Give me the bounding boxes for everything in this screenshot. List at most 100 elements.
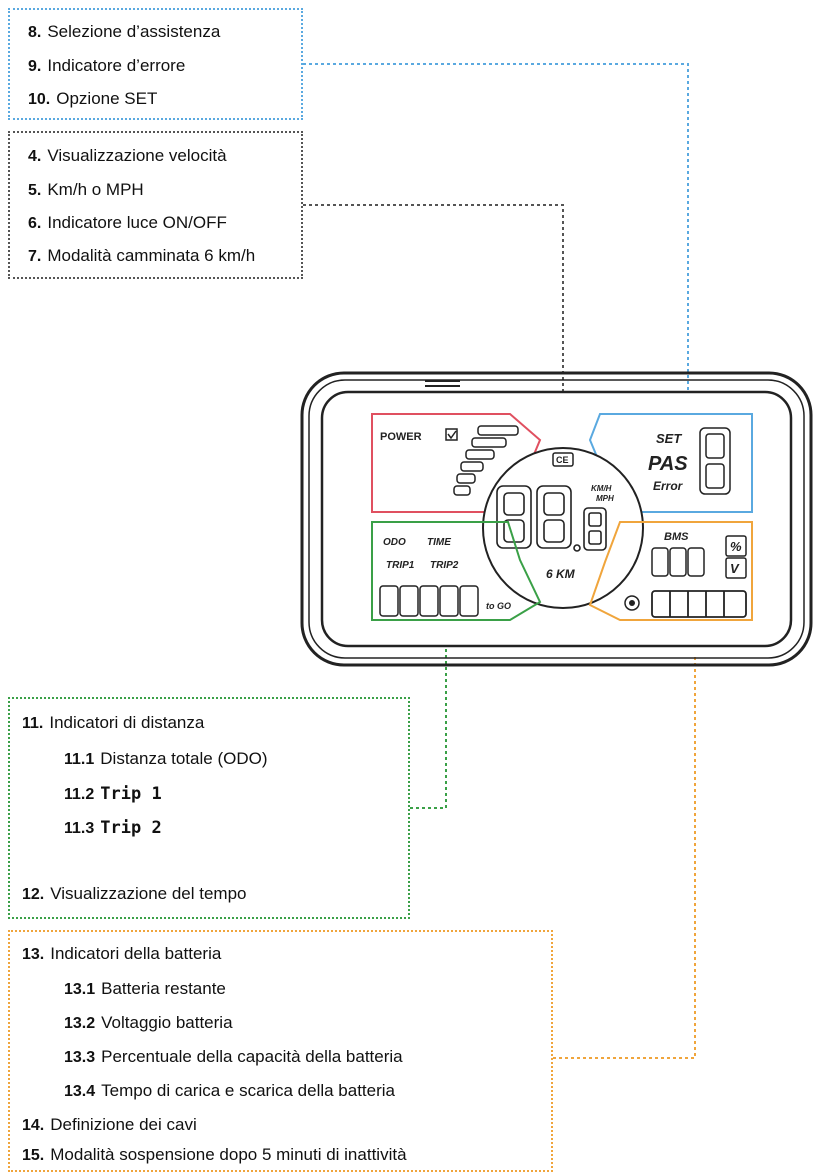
item-label: Visualizzazione velocità: [47, 146, 227, 165]
bms-digits-icon: [651, 547, 705, 577]
item-11-3: 11.3 Trip 2: [64, 818, 162, 839]
item-11-2: 11.2 Trip 1: [64, 784, 162, 805]
item-label: Indicatore luce ON/OFF: [47, 213, 227, 232]
item-label: Distanza totale (ODO): [100, 749, 268, 768]
error-label: Error: [653, 479, 684, 493]
distance-group-box: [8, 697, 410, 919]
odo-label: ODO: [383, 537, 406, 548]
speed-group-box: [8, 131, 303, 279]
kmh-label: KM/H: [591, 484, 612, 493]
item-number: 12.: [22, 886, 45, 903]
item-label: Visualizzazione del tempo: [50, 884, 247, 903]
item-8: 8. Selezione d’assistenza: [28, 22, 220, 43]
set-label: SET: [656, 431, 682, 446]
item-label: Km/h o MPH: [47, 180, 144, 199]
speed-circle: [482, 447, 644, 609]
item-number: 11.2: [64, 786, 95, 803]
item-13-2: 13.2 Voltaggio batteria: [64, 1013, 233, 1034]
item-number: 15.: [22, 1147, 45, 1164]
item-number: 13.: [22, 946, 45, 963]
item-number: 4.: [28, 148, 42, 165]
item-number: 11.3: [64, 820, 95, 837]
speed-digits-icon: [496, 485, 607, 552]
item-14: 14. Definizione dei cavi: [22, 1115, 197, 1136]
item-label: Trip 1: [100, 784, 162, 804]
time-label: TIME: [427, 537, 451, 548]
item-11-1: 11.1 Distanza totale (ODO): [64, 749, 268, 770]
assist-group-box: [8, 8, 303, 120]
item-label: Definizione dei cavi: [50, 1115, 197, 1134]
item-12: 12. Visualizzazione del tempo: [22, 884, 247, 905]
connector-speed: [303, 204, 564, 440]
item-number: 9.: [28, 58, 42, 75]
bms-label: BMS: [664, 531, 689, 543]
power-label: POWER: [380, 431, 422, 443]
item-4: 4. Visualizzazione velocità: [28, 146, 227, 167]
connector-distance: [410, 648, 447, 809]
trip2-label: TRIP2: [430, 560, 459, 571]
light-indicator-label: CE: [556, 455, 569, 465]
item-13: 13. Indicatori della batteria: [22, 944, 221, 965]
item-number: 11.1: [64, 751, 95, 768]
item-number: 7.: [28, 248, 42, 265]
item-number: 13.1: [64, 981, 96, 998]
item-15: 15. Modalità sospensione dopo 5 minuti di…: [22, 1145, 407, 1166]
connector-battery: [553, 655, 696, 1059]
percent-icon: [725, 535, 747, 557]
item-13-1: 13.1 Batteria restante: [64, 979, 226, 1000]
percent-label: %: [730, 539, 742, 554]
pas-label: PAS: [648, 453, 688, 475]
connector-assist: [303, 63, 689, 470]
item-7: 7. Modalità camminata 6 km/h: [28, 246, 255, 267]
cable-plug-icon: [624, 595, 640, 611]
item-11: 11. Indicatori di distanza: [22, 713, 204, 734]
volt-label: V: [730, 561, 740, 576]
item-9: 9. Indicatore d’errore: [28, 56, 185, 77]
item-label: Tempo di carica e scarica della batteria: [101, 1081, 396, 1100]
assist-zone-outline: [588, 413, 753, 513]
distance-zone-outline: [371, 521, 542, 621]
item-13-4: 13.4 Tempo di carica e scarica della batt…: [64, 1081, 395, 1102]
battery-zone-outline: [588, 521, 753, 621]
walk-mode-label: 6 KM: [546, 567, 576, 581]
battery-group-box: [8, 930, 553, 1172]
item-label: Opzione SET: [56, 89, 158, 108]
item-10: 10. Opzione SET: [28, 89, 157, 110]
item-6: 6. Indicatore luce ON/OFF: [28, 213, 227, 234]
item-label: Modalità sospensione dopo 5 minuti di in…: [50, 1145, 407, 1164]
item-label: Voltaggio batteria: [101, 1013, 233, 1032]
mph-label: MPH: [596, 494, 614, 503]
item-13-3: 13.3 Percentuale della capacità della bat…: [64, 1047, 403, 1068]
volt-icon: [725, 557, 747, 579]
item-number: 10.: [28, 91, 51, 108]
item-number: 14.: [22, 1117, 45, 1134]
item-number: 5.: [28, 182, 42, 199]
item-number: 6.: [28, 215, 42, 232]
trip1-label: TRIP1: [386, 560, 415, 571]
display-middle-frame: [308, 379, 805, 659]
item-number: 11.: [22, 715, 44, 732]
togo-label: to GO: [486, 601, 511, 611]
item-number: 13.2: [64, 1015, 96, 1032]
item-number: 13.3: [64, 1049, 96, 1066]
item-5: 5. Km/h o MPH: [28, 180, 144, 201]
item-number: 13.4: [64, 1083, 96, 1100]
item-label: Trip 2: [100, 818, 162, 838]
item-label: Batteria restante: [101, 979, 226, 998]
power-check-icon: [445, 428, 458, 441]
item-label: Percentuale della capacità della batteri…: [101, 1047, 403, 1066]
item-label: Selezione d’assistenza: [47, 22, 221, 41]
display-outer-frame: [300, 371, 813, 667]
light-indicator-icon: [552, 452, 574, 467]
item-label: Indicatori della batteria: [50, 944, 222, 963]
item-label: Modalità camminata 6 km/h: [47, 246, 256, 265]
pas-digit-icon: [699, 427, 731, 495]
item-number: 8.: [28, 24, 42, 41]
odo-digits-icon: [379, 585, 479, 617]
item-label: Indicatori di distanza: [49, 713, 205, 732]
power-bars-icon: [453, 425, 519, 496]
battery-level-icon: [651, 590, 747, 618]
item-label: Indicatore d’errore: [47, 56, 186, 75]
